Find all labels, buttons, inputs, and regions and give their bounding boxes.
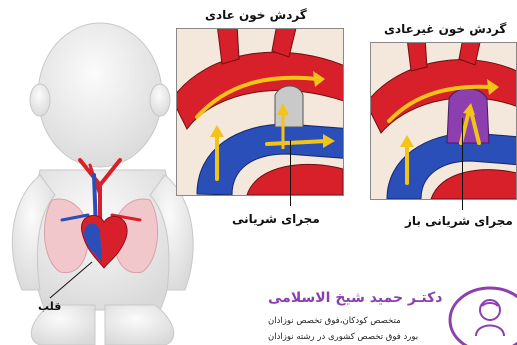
doctor-name: دکتـر حمید شیخ الاسلامی bbox=[268, 290, 442, 306]
abnormal-circulation-panel bbox=[370, 42, 517, 200]
normal-callout-label: مجرای شریانی bbox=[232, 212, 320, 226]
doctor-logo bbox=[446, 276, 517, 345]
doctor-board-line: بورد فوق تخصص کشوری در رشته نوزادان bbox=[268, 332, 418, 342]
abnormal-panel-title: گردش خون غیرعادی bbox=[384, 22, 506, 36]
abnormal-circulation-diagram bbox=[371, 43, 517, 199]
normal-circulation-diagram bbox=[177, 29, 343, 195]
normal-panel-title: گردش خون عادی bbox=[205, 8, 307, 22]
heart-label: قلب bbox=[38, 300, 61, 313]
doctor-specialty-line: متخصص کودکان،فوق تخصص نوزادان bbox=[268, 316, 401, 326]
normal-callout-pointer bbox=[290, 140, 291, 206]
baby-illustration bbox=[0, 0, 200, 345]
baby-logo-icon bbox=[476, 300, 504, 336]
abnormal-callout-label: مجرای شریانی باز bbox=[405, 214, 513, 228]
normal-circulation-panel bbox=[176, 28, 344, 196]
abnormal-callout-pointer bbox=[462, 118, 463, 210]
